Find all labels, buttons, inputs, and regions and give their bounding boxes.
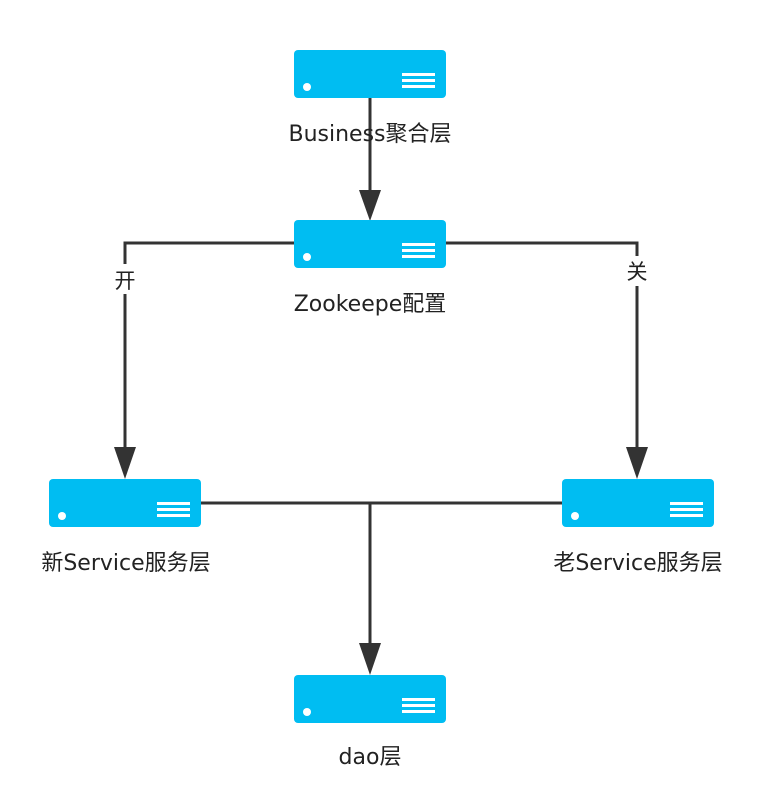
server-icon-dao	[294, 675, 446, 723]
edge-label-close: 关	[627, 260, 648, 284]
server-icon-old-service	[562, 479, 714, 527]
node-label-business: Business聚合层	[288, 122, 451, 147]
node-label-zookeeper: Zookeepe配置	[294, 292, 447, 317]
edge-zookeeper-to-old-service	[445, 241, 639, 458]
node-label-dao: dao层	[339, 745, 402, 770]
node-label-new-service: 新Service服务层	[41, 551, 210, 576]
connectors	[123, 98, 639, 656]
open-label-bg	[110, 264, 140, 294]
arrowhead-zookeeper	[359, 190, 381, 221]
edge-label-open: 开	[115, 269, 136, 293]
arrowhead-old-service	[626, 447, 648, 479]
server-icon-new-service	[49, 479, 201, 527]
server-icon-business	[294, 50, 446, 98]
close-label-bg	[622, 256, 652, 286]
arrowheads	[114, 190, 648, 675]
server-icon-zookeeper	[294, 220, 446, 268]
arrowhead-new-service	[114, 447, 136, 479]
edge-zookeeper-to-new-service	[123, 241, 295, 458]
node-label-old-service: 老Service服务层	[553, 551, 722, 576]
arrowhead-dao	[359, 643, 381, 675]
